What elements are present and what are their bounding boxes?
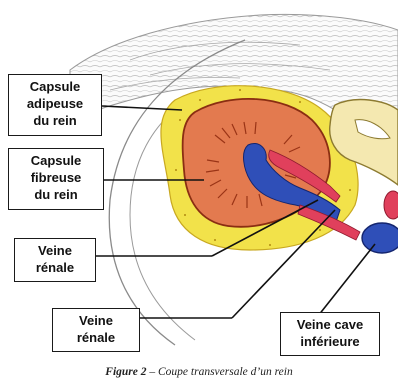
label-veine-cave-line1: Veine cave	[285, 316, 375, 333]
label-capsule-fibreuse-line1: Capsule	[13, 152, 99, 169]
label-veine-renale-1-line1: Veine	[19, 242, 91, 259]
label-veine-cave-line2: inférieure	[285, 333, 375, 350]
label-capsule-adipeuse: Capsule adipeuse du rein	[8, 74, 102, 136]
figure-caption: Figure 2 – Coupe transversale d’un rein	[0, 366, 398, 378]
caption-figure-number: Figure 2	[105, 366, 146, 378]
label-capsule-fibreuse: Capsule fibreuse du rein	[8, 148, 104, 210]
vena-cava-shape	[362, 223, 398, 253]
label-capsule-adipeuse-line1: Capsule	[13, 78, 97, 95]
aorta-shape	[384, 191, 398, 219]
label-veine-renale-1: Veine rénale	[14, 238, 96, 282]
label-veine-renale-2-line2: rénale	[57, 329, 135, 346]
label-veine-renale-2-line1: Veine	[57, 312, 135, 329]
label-veine-cave: Veine cave inférieure	[280, 312, 380, 356]
label-veine-renale-1-line2: rénale	[19, 259, 91, 276]
label-veine-renale-2: Veine rénale	[52, 308, 140, 352]
label-capsule-adipeuse-line2: adipeuse	[13, 95, 97, 112]
label-capsule-fibreuse-line3: du rein	[13, 186, 99, 203]
caption-text: – Coupe transversale d’un rein	[147, 366, 293, 378]
label-capsule-adipeuse-line3: du rein	[13, 112, 97, 129]
label-capsule-fibreuse-line2: fibreuse	[13, 169, 99, 186]
leader-veine-cave	[318, 244, 375, 316]
